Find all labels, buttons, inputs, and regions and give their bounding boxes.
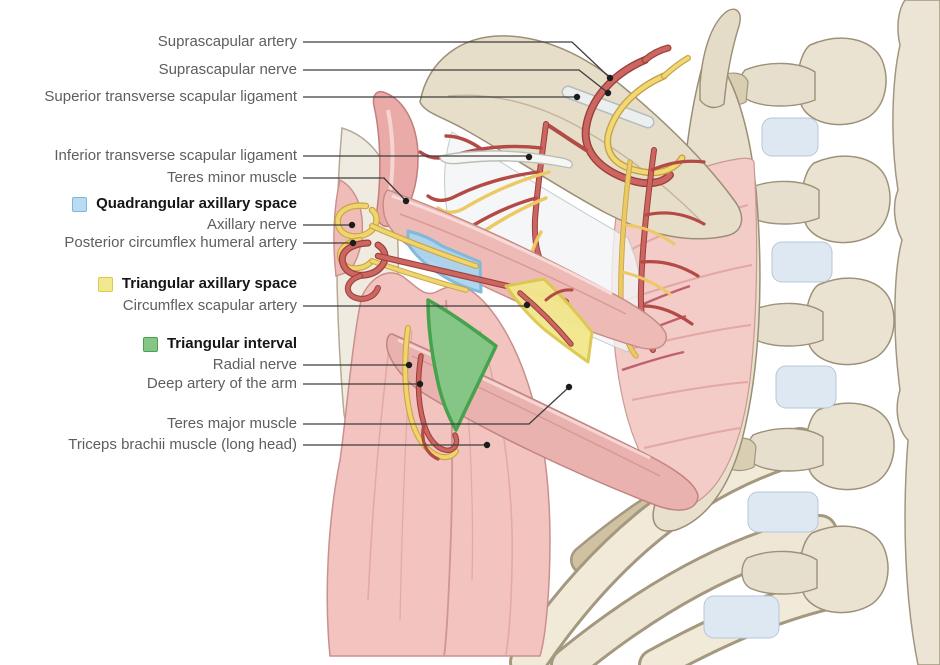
label-text: Radial nerve [212,356,297,373]
label-quadrangular-axillary-space: Quadrangular axillary space [72,194,297,214]
label-text: Deep artery of the arm [146,375,297,392]
label-deep-artery-of-the-arm: Deep artery of the arm [147,374,297,394]
label-teres-major-muscle: Teres major muscle [167,414,297,434]
label-text: Inferior transverse scapular ligament [54,147,297,164]
label-text: Quadrangular axillary space [96,195,297,212]
label-text: Triceps brachii muscle (long head) [68,436,297,453]
label-suprascapular-artery: Suprascapular artery [158,32,297,52]
radial-nerve [402,325,459,461]
label-triangular-interval: Triangular interval [142,334,297,354]
label-text: Axillary nerve [206,216,297,233]
label-inferior-transverse-scapular-ligament: Inferior transverse scapular ligament [54,146,297,166]
label-text: Circumflex scapular artery [122,297,297,314]
axillary-nerve [334,202,479,293]
label-text: Triangular interval [166,335,297,352]
label-posterior-circumflex-humeral-artery: Posterior circumflex humeral artery [64,233,297,253]
scapula-superior-angle [699,8,741,109]
label-circumflex-scapular-artery: Circumflex scapular artery [123,296,297,316]
label-axillary-nerve: Axillary nerve [207,215,297,235]
triangular-space-swatch [97,276,113,292]
triangular-interval-swatch [142,336,158,352]
label-suprascapular-nerve: Suprascapular nerve [159,60,297,80]
label-text: Suprascapular artery [157,33,297,50]
vertebral-column [703,0,940,665]
label-teres-minor-muscle: Teres minor muscle [167,168,297,188]
triangular-space-highlight [504,277,594,364]
vertebra [713,37,887,126]
label-radial-nerve: Radial nerve [213,355,297,375]
label-superior-transverse-scapular-ligament: Superior transverse scapular ligament [44,87,297,107]
intercostal-cartilage [703,117,837,639]
label-text: Teres minor muscle [166,169,297,186]
label-text: Teres major muscle [166,415,297,432]
quadrangular-space-swatch [72,196,88,212]
ribcage-lower-ribs [509,427,852,665]
teres-minor-muscle [382,189,667,350]
label-triceps-brachii-muscle: Triceps brachii muscle (long head) [68,435,297,455]
label-text: Suprascapular nerve [158,61,297,78]
label-triangular-axillary-space: Triangular axillary space [97,274,297,294]
leader-lines [303,41,614,449]
label-text: Triangular axillary space [121,275,297,292]
label-text: Superior transverse scapular ligament [44,88,297,105]
inferior-transverse-ligament [439,150,574,169]
triangular-interval-highlight [426,298,498,432]
label-text: Posterior circumflex humeral artery [64,234,297,251]
